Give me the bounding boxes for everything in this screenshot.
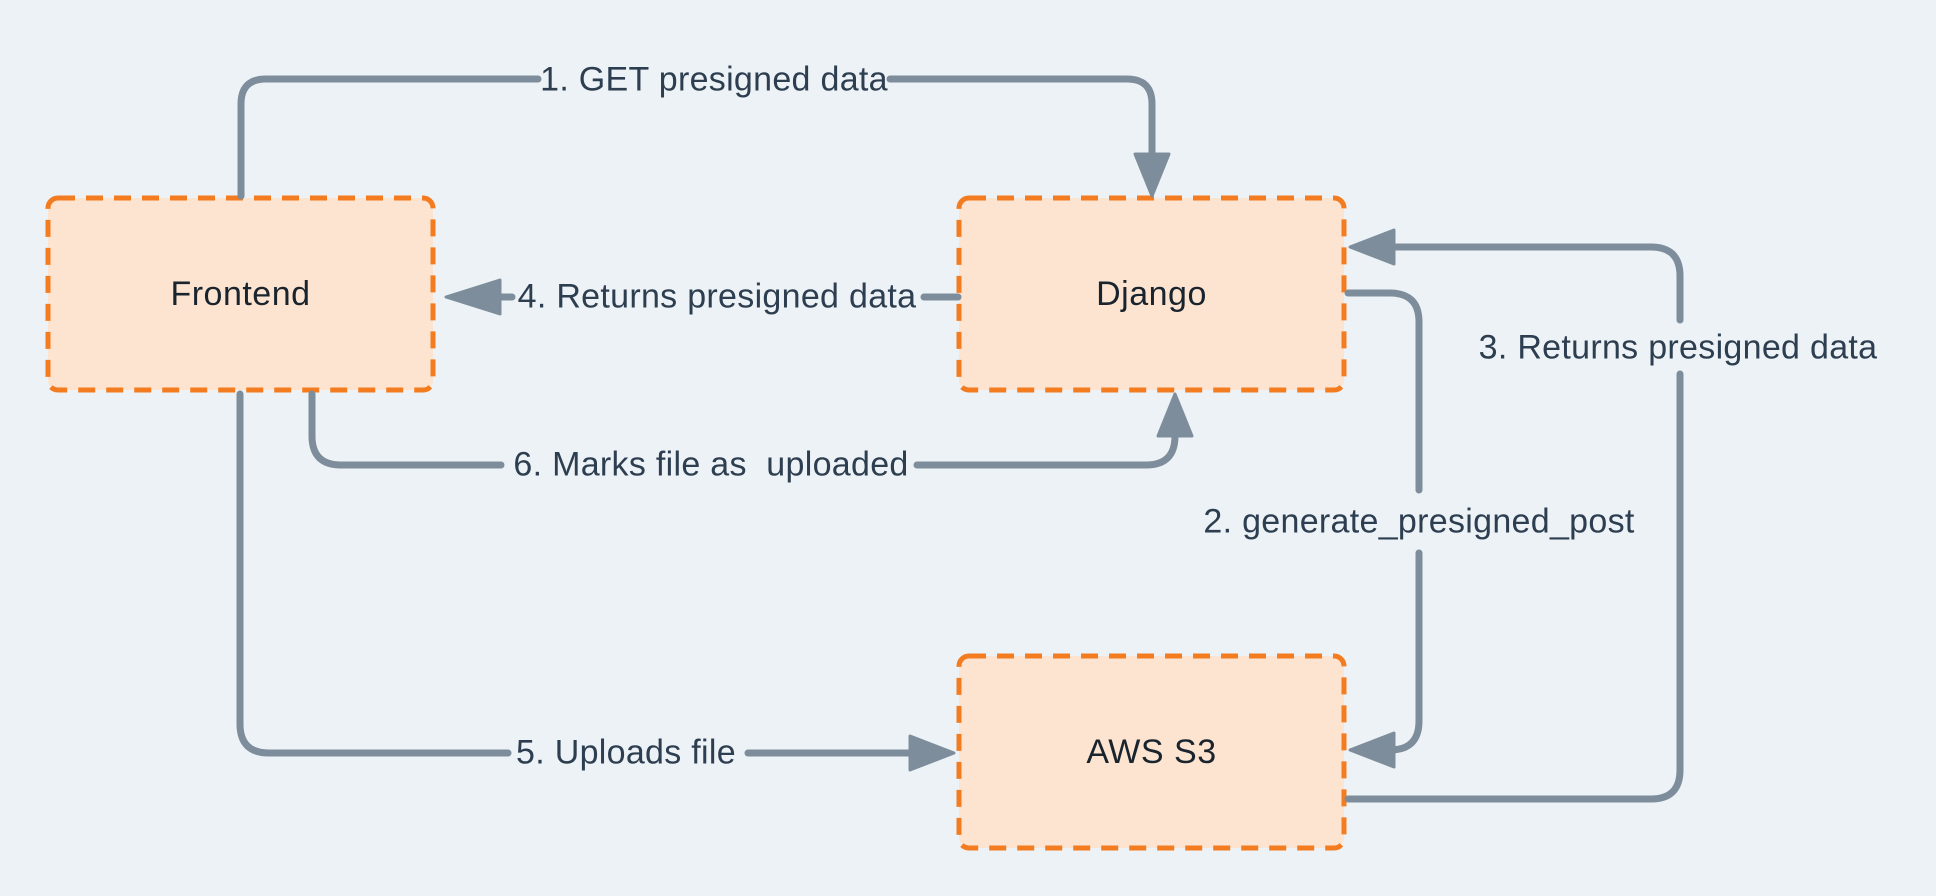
edge-6-segment-a	[308, 390, 505, 469]
edge-3-segment-b	[1392, 243, 1684, 324]
edge-6-segment-b	[913, 432, 1179, 469]
edge-6-arrowhead-up-icon	[1156, 392, 1194, 438]
edge-5-segment-a	[236, 390, 512, 757]
node-boxes	[45, 195, 1347, 851]
edge-5-arrowhead-right-icon	[908, 734, 956, 772]
edge-3-segment-a	[1344, 370, 1684, 803]
node-frontend-box	[45, 195, 436, 393]
edge-4-arrowhead-left-icon	[444, 278, 502, 316]
edge-2-arrowhead-left-icon	[1348, 731, 1396, 769]
edge-1-segment-a	[237, 75, 542, 200]
node-django-box	[956, 195, 1347, 393]
edge-2-segment-a	[1344, 289, 1423, 494]
edge-1-arrowhead-down-icon	[1133, 152, 1171, 198]
edge-1-segment-b	[886, 75, 1156, 158]
node-aws-s3-box	[956, 653, 1347, 851]
edge-3-arrowhead-left-icon	[1348, 228, 1396, 266]
edge-2-segment-b	[1386, 549, 1423, 754]
edge-arrows	[236, 75, 1684, 803]
